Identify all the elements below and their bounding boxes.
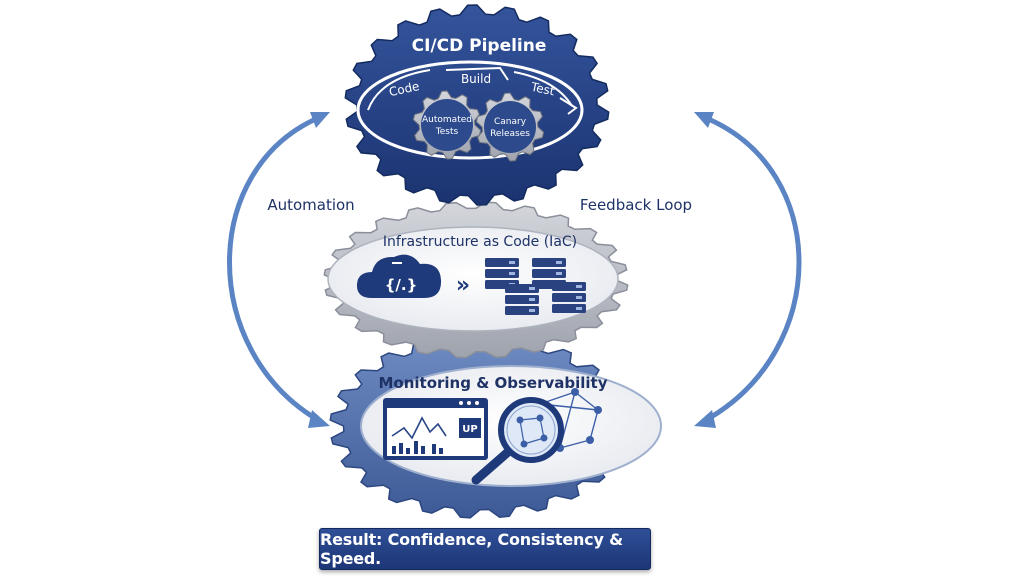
result-banner: Result: Confidence, Consistency & Speed.	[319, 528, 651, 570]
server-unit	[505, 295, 539, 304]
automation-label: Automation	[267, 196, 354, 214]
cicd-title: CI/CD Pipeline	[412, 36, 547, 56]
server-unit	[552, 304, 586, 313]
canary-releases-line1: Canary	[494, 117, 527, 127]
server-rack-icon	[485, 258, 586, 315]
server-led	[529, 287, 535, 290]
server-led	[576, 296, 582, 299]
server-led	[556, 272, 562, 275]
server-led	[529, 309, 535, 312]
canary-releases-gear: Canary Releases	[475, 92, 545, 162]
server-unit	[505, 284, 539, 293]
feedback-loop-arrow	[694, 112, 802, 428]
magnifier-network-icon	[471, 388, 602, 485]
iac-title: Infrastructure as Code (IaC)	[383, 234, 577, 250]
server-unit	[505, 306, 539, 315]
server-led	[509, 261, 515, 264]
cicd-gear: CI/CD Pipeline Code Build Test Automated…	[344, 4, 610, 206]
dashboard-chart-icon: UP	[383, 398, 488, 460]
server-led	[576, 307, 582, 310]
automated-tests-gear: Automated Tests	[412, 90, 482, 160]
automated-tests-line2: Tests	[435, 127, 459, 137]
server-unit	[532, 258, 566, 267]
automation-arrow	[227, 112, 330, 428]
server-unit	[552, 293, 586, 302]
iac-gear: Infrastructure as Code (IaC) {/.} »	[323, 201, 629, 359]
status-up-badge: UP	[462, 424, 477, 435]
canary-releases-line2: Releases	[490, 129, 530, 139]
stage-build: Build	[461, 72, 491, 86]
deploy-arrow: »	[456, 273, 470, 298]
server-unit	[485, 258, 519, 267]
server-unit	[552, 282, 586, 291]
monitoring-title: Monitoring & Observability	[378, 374, 607, 392]
monitoring-gear: Monitoring & Observability UP	[329, 333, 662, 519]
server-led	[576, 285, 582, 288]
server-led	[529, 298, 535, 301]
stage-code: Code	[388, 79, 421, 99]
cloud-code-icon: {/.}	[356, 254, 442, 298]
code-symbol: {/.}	[385, 276, 418, 294]
server-unit	[532, 269, 566, 278]
server-unit	[485, 269, 519, 278]
automated-tests-line1: Automated	[422, 115, 472, 125]
server-led	[556, 261, 562, 264]
server-led	[509, 272, 515, 275]
stage-test: Test	[529, 80, 556, 99]
pipeline-stages	[367, 66, 578, 115]
feedback-loop-label: Feedback Loop	[580, 196, 692, 214]
